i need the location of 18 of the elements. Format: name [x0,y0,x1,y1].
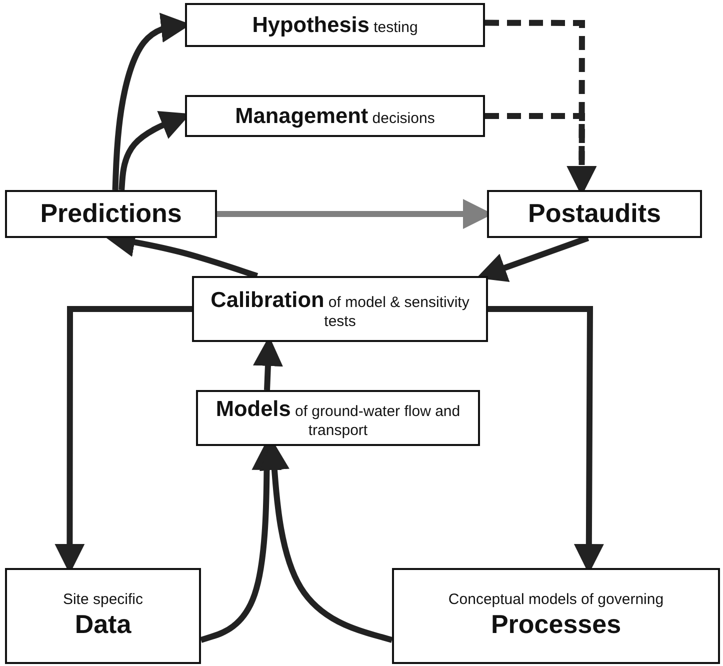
node-text: Processes [490,609,622,641]
process-box [185,95,485,137]
process-box [5,190,217,238]
node-text: Postaudits [528,198,661,230]
node-text: Models of ground-water flow and transport [214,396,462,440]
node-text: Site specific [62,591,144,610]
node-text: Data [74,609,132,641]
node-text: Hypothesis testing [252,12,418,38]
process-box [392,568,720,664]
node-text: Conceptual models of governing [448,591,664,610]
node-text: Management decisions [235,102,435,130]
process-box [185,3,485,47]
node-text: Calibration of model & sensitivity tests [210,286,470,332]
process-box [5,568,201,664]
process-box [487,190,702,238]
node-text: Predictions [40,198,182,230]
process-box [192,276,488,342]
process-box [196,390,480,446]
